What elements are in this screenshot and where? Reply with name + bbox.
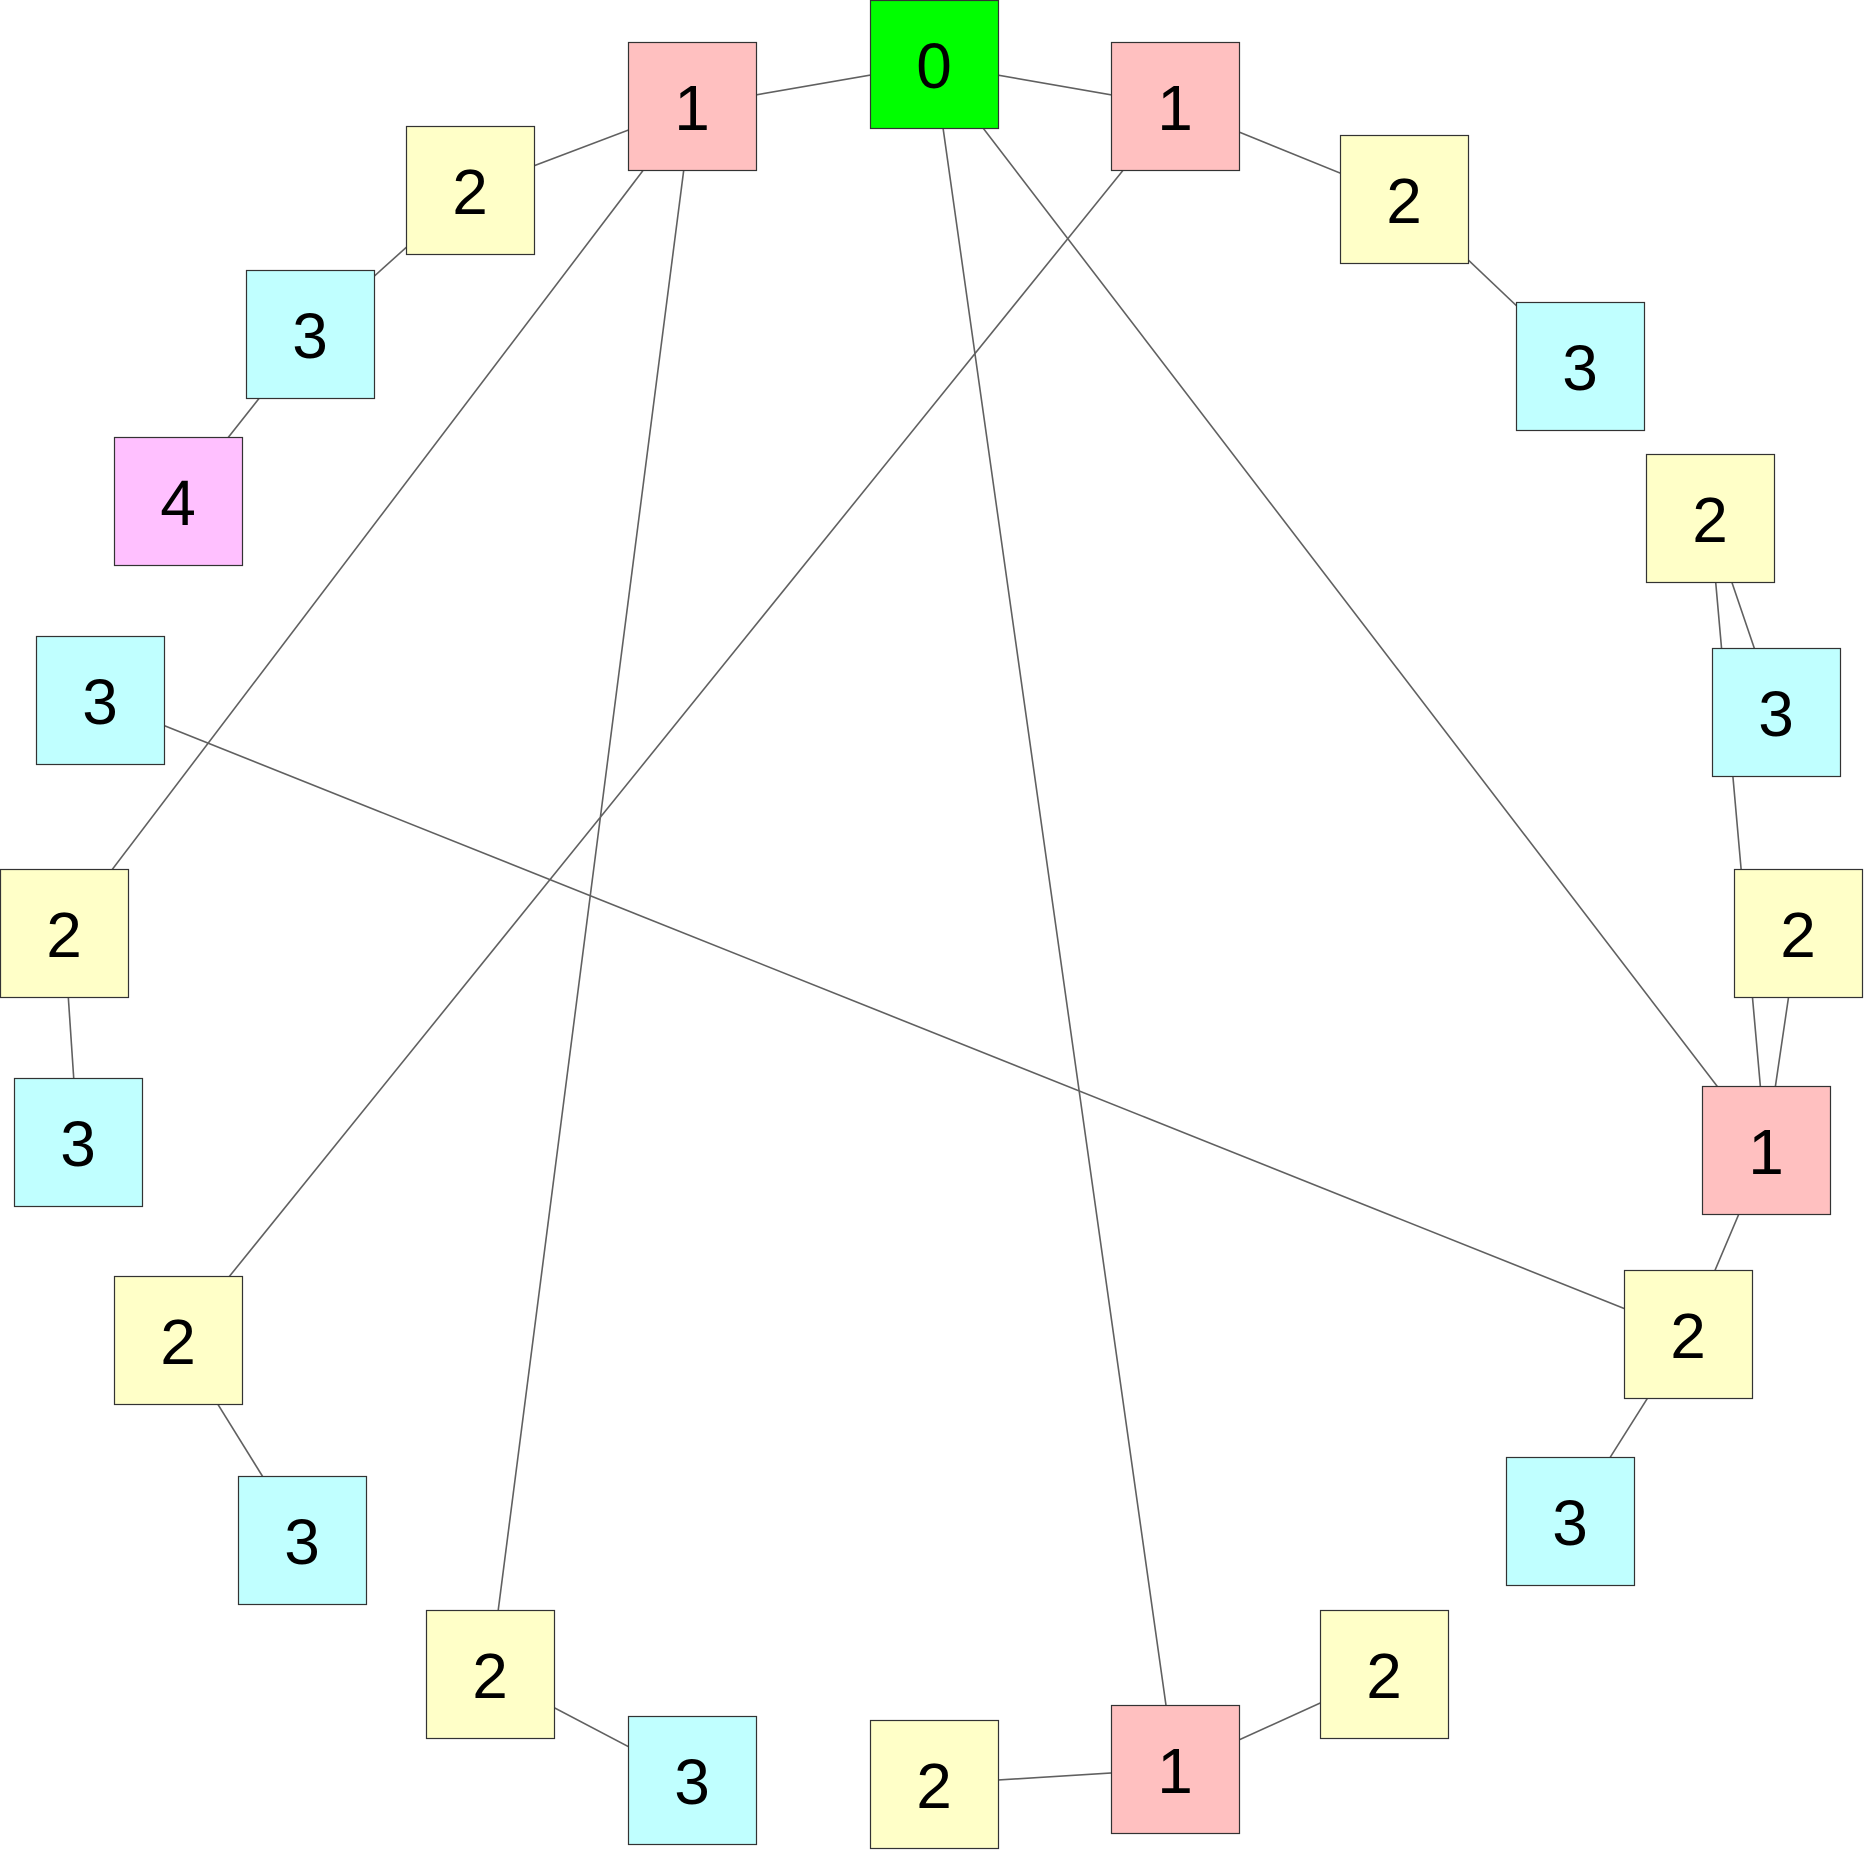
- node-label: 2: [916, 1750, 952, 1822]
- node-box: [405, 125, 536, 256]
- node-n5-level-3: 3: [245, 269, 376, 400]
- node-box: [245, 269, 376, 400]
- edge-n2-n17: [177, 105, 1176, 1341]
- node-label: 2: [46, 899, 82, 971]
- node-label: 3: [674, 1746, 710, 1818]
- node-box: [869, 0, 1000, 130]
- node-n18-level-1: 1: [1110, 1704, 1241, 1835]
- node-label: 3: [292, 300, 328, 372]
- node-box: [1110, 1704, 1241, 1835]
- node-label: 1: [1748, 1116, 1784, 1188]
- node-n4-level-2: 2: [1339, 134, 1470, 265]
- node-box: [1515, 301, 1646, 432]
- edge-n26-n8: [99, 699, 1689, 1335]
- edge-n0-n22: [933, 63, 1767, 1151]
- node-label: 1: [674, 72, 710, 144]
- node-n12-level-3: 3: [1711, 647, 1842, 778]
- node-label: 0: [916, 30, 952, 102]
- node-label: 2: [1780, 899, 1816, 971]
- node-n21-level-2: 2: [869, 1719, 1000, 1850]
- node-n26-level-2: 2: [1623, 1269, 1754, 1400]
- node-label: 1: [1157, 1735, 1193, 1807]
- node-label: 1: [1157, 72, 1193, 144]
- node-label: 3: [284, 1506, 320, 1578]
- node-n22-level-1: 1: [1701, 1085, 1832, 1216]
- node-box: [1319, 1609, 1450, 1740]
- node-box: [113, 436, 244, 567]
- node-label: 3: [1758, 678, 1794, 750]
- node-n24-level-2: 2: [1319, 1609, 1450, 1740]
- node-n17-level-2: 2: [113, 1275, 244, 1406]
- node-box: [1505, 1456, 1636, 1587]
- node-label: 3: [1562, 332, 1598, 404]
- node-label: 2: [1366, 1640, 1402, 1712]
- node-box: [1711, 647, 1842, 778]
- node-n3-level-2: 2: [405, 125, 536, 256]
- node-n8-level-3: 3: [35, 635, 166, 766]
- node-label: 3: [82, 666, 118, 738]
- node-label: 3: [1552, 1487, 1588, 1559]
- node-n11-level-2: 2: [1645, 453, 1776, 584]
- node-box: [869, 1719, 1000, 1850]
- edge-n1-n9: [63, 105, 693, 934]
- node-box: [35, 635, 166, 766]
- node-box: [113, 1275, 244, 1406]
- node-n25-level-3: 3: [237, 1475, 368, 1606]
- node-box: [0, 868, 130, 999]
- node-box: [1110, 41, 1241, 172]
- edge-n22-n11: [1709, 517, 1767, 1151]
- node-box: [1733, 868, 1864, 999]
- node-label: 2: [452, 156, 488, 228]
- node-n6-level-3: 3: [1515, 301, 1646, 432]
- node-box: [237, 1475, 368, 1606]
- node-box: [1645, 453, 1776, 584]
- node-label: 4: [160, 467, 196, 539]
- node-n7-level-4: 4: [113, 436, 244, 567]
- node-n15-level-2: 2: [425, 1609, 556, 1740]
- node-label: 2: [1670, 1300, 1706, 1372]
- node-n2-level-1: 1: [1110, 41, 1241, 172]
- node-n14-level-3: 3: [1505, 1456, 1636, 1587]
- node-label: 2: [1692, 484, 1728, 556]
- node-n1-level-1: 1: [627, 41, 758, 172]
- node-n27-level-3: 3: [627, 1715, 758, 1846]
- node-box: [627, 1715, 758, 1846]
- node-label: 2: [472, 1640, 508, 1712]
- node-box: [1701, 1085, 1832, 1216]
- node-box: [1623, 1269, 1754, 1400]
- node-box: [425, 1609, 556, 1740]
- node-label: 3: [60, 1108, 96, 1180]
- node-label: 2: [160, 1306, 196, 1378]
- node-box: [627, 41, 758, 172]
- node-label: 2: [1386, 165, 1422, 237]
- node-n0-level-0: 0: [869, 0, 1000, 130]
- node-box: [1339, 134, 1470, 265]
- edge-n1-n15: [489, 105, 693, 1675]
- node-n10-level-3: 3: [13, 1077, 144, 1208]
- node-box: [13, 1077, 144, 1208]
- node-n9-level-2: 2: [0, 868, 130, 999]
- edge-n0-n18: [933, 63, 1176, 1770]
- node-n13-level-2: 2: [1733, 868, 1864, 999]
